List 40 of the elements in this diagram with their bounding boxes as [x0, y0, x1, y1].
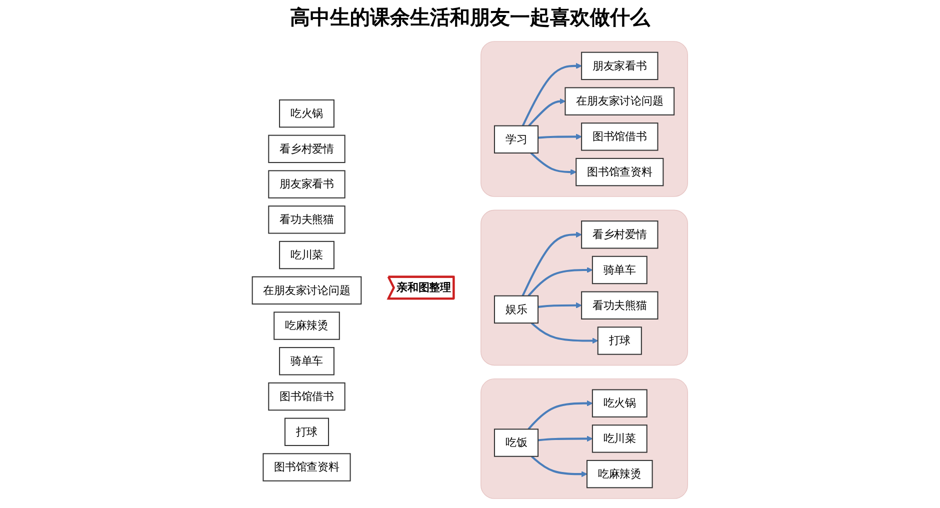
node-box: 在朋友家讨论问题 — [564, 87, 675, 116]
arrow — [538, 436, 593, 442]
node-box: 朋友家看书 — [268, 170, 346, 198]
node-box: 打球 — [284, 418, 330, 446]
node-box: 朋友家看书 — [581, 52, 658, 80]
node-box: 看乡村爱情 — [268, 134, 346, 164]
arrow — [528, 267, 593, 297]
arrow — [522, 62, 582, 126]
node-box: 图书馆借书 — [268, 382, 346, 411]
arrow — [528, 400, 593, 430]
arrow — [538, 302, 582, 308]
arrow — [530, 322, 598, 344]
node-box: 图书馆借书 — [581, 122, 658, 151]
arrow — [530, 456, 588, 478]
node-box: 学习 — [494, 125, 539, 154]
node-box: 看功夫熊猫 — [581, 291, 658, 320]
node-box: 娱乐 — [494, 295, 539, 324]
arrow — [522, 232, 582, 296]
cluster — [480, 210, 688, 366]
cluster — [480, 41, 688, 197]
node-box: 图书馆查资料 — [576, 158, 664, 186]
node-box: 骑单车 — [592, 256, 648, 284]
node-box: 吃麻辣烫 — [586, 460, 653, 488]
arrow — [528, 98, 566, 126]
node-box: 在朋友家讨论问题 — [252, 276, 362, 305]
node-box: 图书馆查资料 — [262, 453, 351, 482]
node-box: 打球 — [597, 326, 642, 355]
node-box: 骑单车 — [279, 347, 334, 376]
arrow — [538, 134, 582, 140]
diagram-title: 高中生的课余生活和朋友一起喜欢做什么 — [290, 4, 650, 31]
node-box: 吃川菜 — [279, 240, 334, 270]
cluster — [480, 378, 688, 499]
node-box: 吃饭 — [494, 428, 539, 457]
node-box: 吃火锅 — [592, 389, 648, 418]
node-box: 吃火锅 — [279, 99, 334, 128]
node-box: 吃麻辣烫 — [274, 312, 340, 340]
node-box: 看功夫熊猫 — [268, 206, 346, 234]
arrow — [530, 152, 576, 176]
node-box: 吃川菜 — [592, 424, 648, 453]
node-box: 看乡村爱情 — [581, 220, 658, 249]
